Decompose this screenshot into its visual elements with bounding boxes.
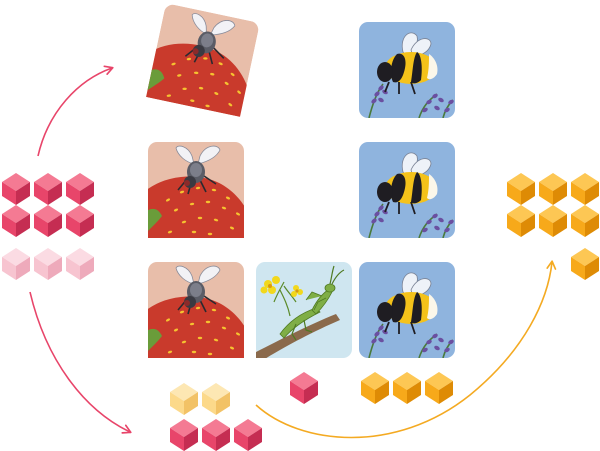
arrows <box>29 65 557 439</box>
bumblebee-icon <box>359 262 455 358</box>
bumblebee-on-lavender-card-middle <box>359 142 455 238</box>
fly-icon <box>146 3 260 117</box>
fly-on-strawberry-card-tilted <box>146 3 260 117</box>
fly-icon <box>148 262 244 358</box>
bottom-pool-cubes <box>170 383 262 451</box>
faded-pink-cube <box>2 248 30 280</box>
faded-pink-cube <box>66 248 94 280</box>
orange-cube <box>539 173 567 205</box>
orange-arrow-up <box>255 260 557 439</box>
orange-cube <box>425 372 453 404</box>
fly-icon <box>148 142 244 238</box>
pink-cube <box>66 205 94 237</box>
fly-on-strawberry-card-middle <box>148 142 244 238</box>
pink-arrow-up <box>37 65 114 157</box>
cards <box>146 3 455 358</box>
orange-cube <box>571 248 599 280</box>
faded-orange-cube <box>170 383 198 415</box>
cube-groups <box>2 173 599 451</box>
pink-cube <box>34 173 62 205</box>
orange-cube <box>539 205 567 237</box>
pink-cube <box>202 419 230 451</box>
bee-cost-cubes <box>361 372 453 404</box>
bumblebee-on-lavender-card-top <box>359 22 455 118</box>
pink-cube <box>66 173 94 205</box>
fly-on-strawberry-card-bottom <box>148 262 244 358</box>
pink-arrow-down <box>29 291 132 434</box>
mantis-cost-cubes <box>290 372 318 404</box>
pink-cube <box>290 372 318 404</box>
left-pool-cubes <box>2 173 94 280</box>
pink-cube <box>170 419 198 451</box>
bumblebee-on-lavender-card-bottom <box>359 262 455 358</box>
bumblebee-icon <box>359 142 455 238</box>
pink-cube <box>34 205 62 237</box>
faded-pink-cube <box>34 248 62 280</box>
orange-cube <box>361 372 389 404</box>
orange-cube <box>507 173 535 205</box>
orange-cube <box>571 173 599 205</box>
orange-cube <box>571 205 599 237</box>
mantis-on-flower-card <box>256 262 352 358</box>
bumblebee-icon <box>359 22 455 118</box>
pink-cube <box>2 173 30 205</box>
orange-cube <box>393 372 421 404</box>
right-pool-cubes <box>507 173 599 280</box>
pink-cube <box>2 205 30 237</box>
mantis-icon <box>256 262 352 358</box>
faded-orange-cube <box>202 383 230 415</box>
orange-cube <box>507 205 535 237</box>
pink-cube <box>234 419 262 451</box>
